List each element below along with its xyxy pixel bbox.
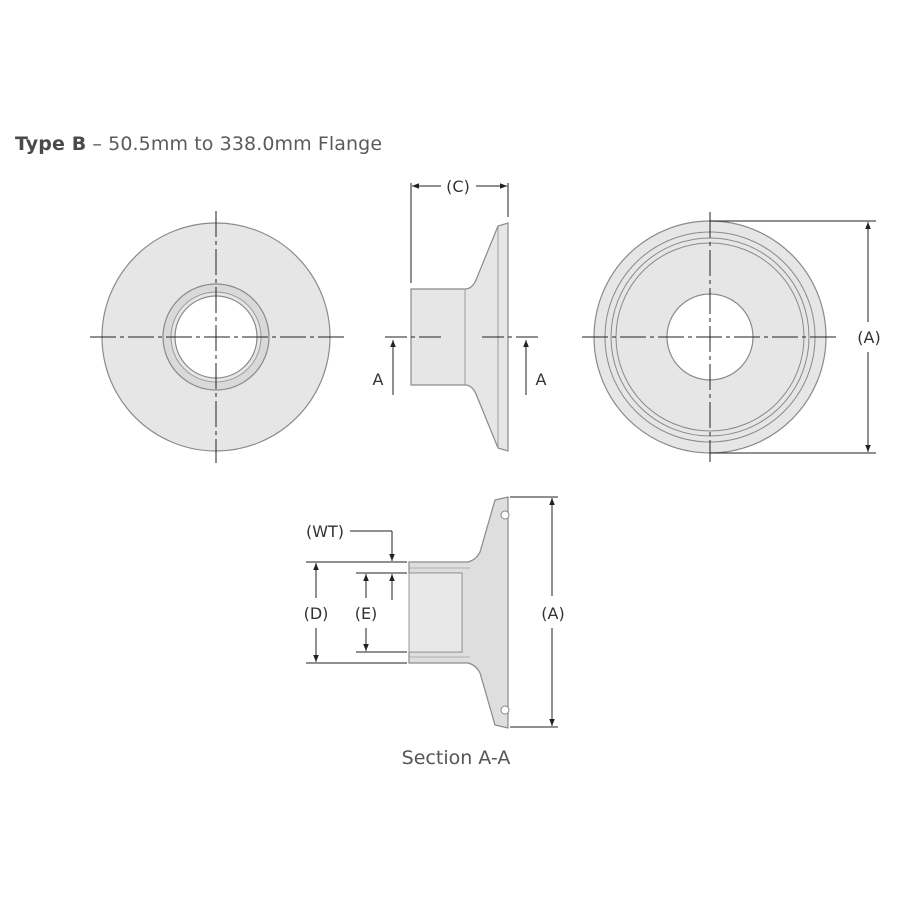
drawing-title: Type B – 50.5mm to 338.0mm Flange (15, 133, 382, 155)
side-profile (410, 222, 509, 452)
back-view: (A) (582, 212, 881, 462)
section-groove-bottom (500, 705, 510, 715)
dim-wt-label: (WT) (306, 522, 344, 541)
side-view: (C) A A (373, 177, 547, 452)
front-view (90, 211, 344, 463)
section-wall (408, 496, 509, 729)
section-groove-top (500, 510, 510, 520)
dim-e-label: (E) (355, 604, 378, 623)
section-mark-right: A (536, 370, 547, 389)
dim-d-label: (D) (304, 604, 329, 623)
dim-c-label: (C) (446, 177, 470, 196)
dim-a-label: (A) (857, 328, 880, 347)
dim-a2-label: (A) (541, 604, 564, 623)
section-bore-face (408, 572, 463, 653)
title-range: – 50.5mm to 338.0mm Flange (86, 133, 383, 155)
section-caption: Section A-A (402, 747, 511, 769)
title-type-label: Type B (15, 133, 87, 155)
section-mark-left: A (373, 370, 384, 389)
section-view: (WT) (D) (E) (A) Section A-A (304, 496, 565, 769)
